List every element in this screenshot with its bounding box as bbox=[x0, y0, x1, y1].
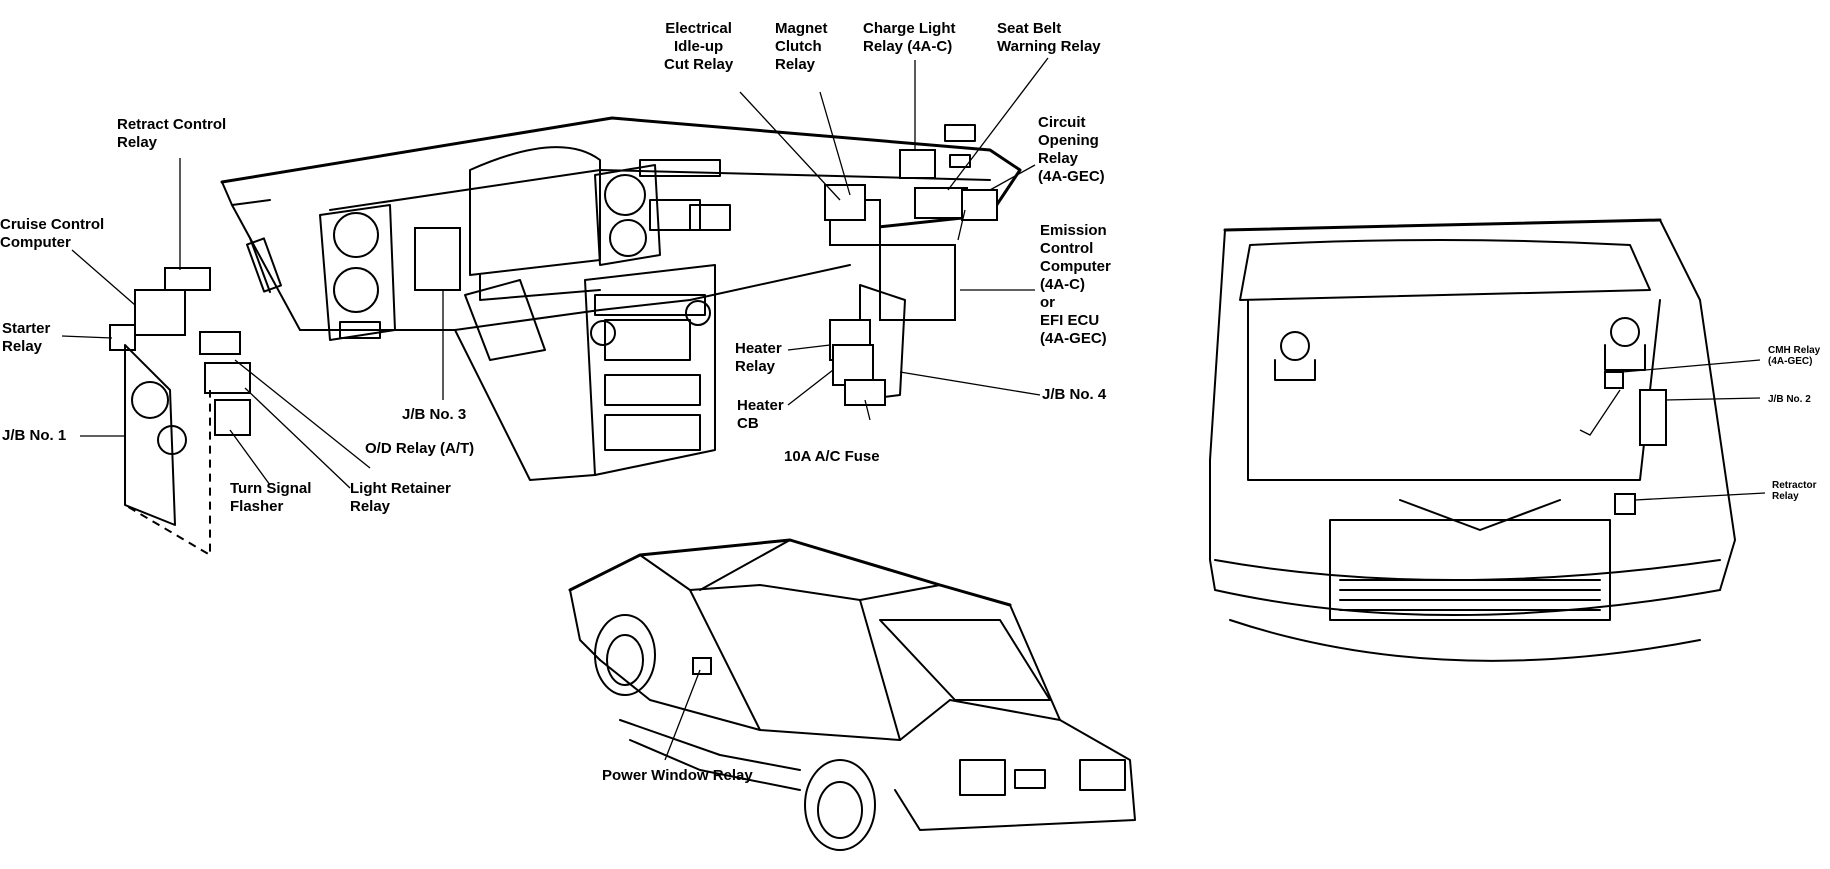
label-seat-belt-warning-relay: Seat Belt Warning Relay bbox=[997, 20, 1101, 55]
label-circuit-opening-relay: Circuit Opening Relay (4A-GEC) bbox=[1038, 114, 1105, 185]
label-cruise-control-computer: Cruise Control Computer bbox=[0, 216, 105, 251]
label-10a-ac-fuse: 10A A/C Fuse bbox=[784, 448, 880, 465]
label-light-retainer-relay: Light Retainer Relay bbox=[350, 480, 451, 515]
label-jb-no-1: J/B No. 1 bbox=[2, 427, 67, 444]
label-od-relay: O/D Relay (A/T) bbox=[365, 440, 475, 457]
car-drawing bbox=[568, 538, 1136, 851]
label-jb-no-2: J/B No. 2 bbox=[1768, 394, 1811, 405]
trunk-drawing bbox=[1209, 218, 1766, 662]
left-components bbox=[109, 267, 251, 557]
label-heater-cb: Heater CB bbox=[737, 397, 784, 432]
label-electrical-idle-up-cut-relay: Electrical Idle-up Cut Relay bbox=[664, 20, 734, 73]
leader-lines bbox=[61, 57, 1049, 489]
label-starter-relay: Starter Relay bbox=[2, 320, 51, 355]
label-turn-signal-flasher: Turn Signal Flasher bbox=[230, 480, 312, 515]
label-emission-control-computer: Emission Control Computer (4A-C) or EFI … bbox=[1040, 222, 1111, 347]
label-retractor-relay: Retractor Relay bbox=[1772, 480, 1817, 502]
label-heater-relay: Heater Relay bbox=[735, 340, 782, 375]
label-magnet-clutch-relay: Magnet Clutch Relay bbox=[775, 20, 828, 73]
label-retract-control-relay: Retract Control Relay bbox=[117, 116, 227, 151]
label-charge-light-relay: Charge Light Relay (4A-C) bbox=[863, 20, 956, 55]
label-cmh-relay: CMH Relay (4A-GEC) bbox=[1768, 345, 1821, 367]
dash-relays bbox=[414, 149, 998, 406]
label-jb-no-4: J/B No. 4 bbox=[1042, 386, 1107, 403]
label-jb-no-3: J/B No. 3 bbox=[402, 406, 467, 423]
label-power-window-relay: Power Window Relay bbox=[602, 767, 753, 784]
